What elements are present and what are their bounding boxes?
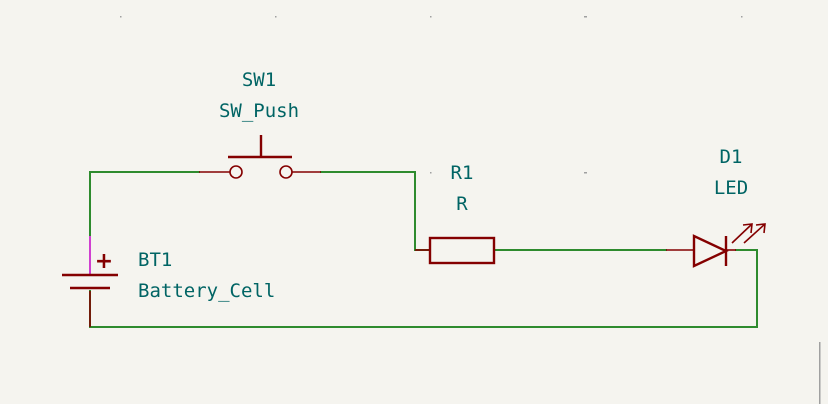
battery-symbol[interactable]: + xyxy=(62,236,118,327)
switch-value[interactable]: SW_Push xyxy=(219,100,299,122)
led-value[interactable]: LED xyxy=(714,177,748,199)
led-triangle xyxy=(692,234,729,268)
resistor-symbol[interactable] xyxy=(415,236,496,265)
battery-value[interactable]: Battery_Cell xyxy=(138,280,275,302)
switch-contact-left xyxy=(229,165,243,179)
grid-marks xyxy=(120,16,821,404)
resistor-body xyxy=(428,236,496,265)
led-emission-arrows-icon xyxy=(731,223,766,244)
led-symbol[interactable] xyxy=(666,223,766,268)
switch-symbol[interactable] xyxy=(199,135,321,179)
battery-reference[interactable]: BT1 xyxy=(138,249,172,271)
led-reference[interactable]: D1 xyxy=(720,146,743,168)
switch-contact-right xyxy=(279,165,293,179)
resistor-reference[interactable]: R1 xyxy=(451,162,474,184)
resistor-value[interactable]: R xyxy=(456,193,468,215)
battery-polarity-mark: + xyxy=(95,249,113,274)
wire-switch-to-resistor[interactable] xyxy=(320,171,431,251)
wire-battery-to-switch[interactable] xyxy=(89,171,200,237)
switch-reference[interactable]: SW1 xyxy=(242,69,276,91)
